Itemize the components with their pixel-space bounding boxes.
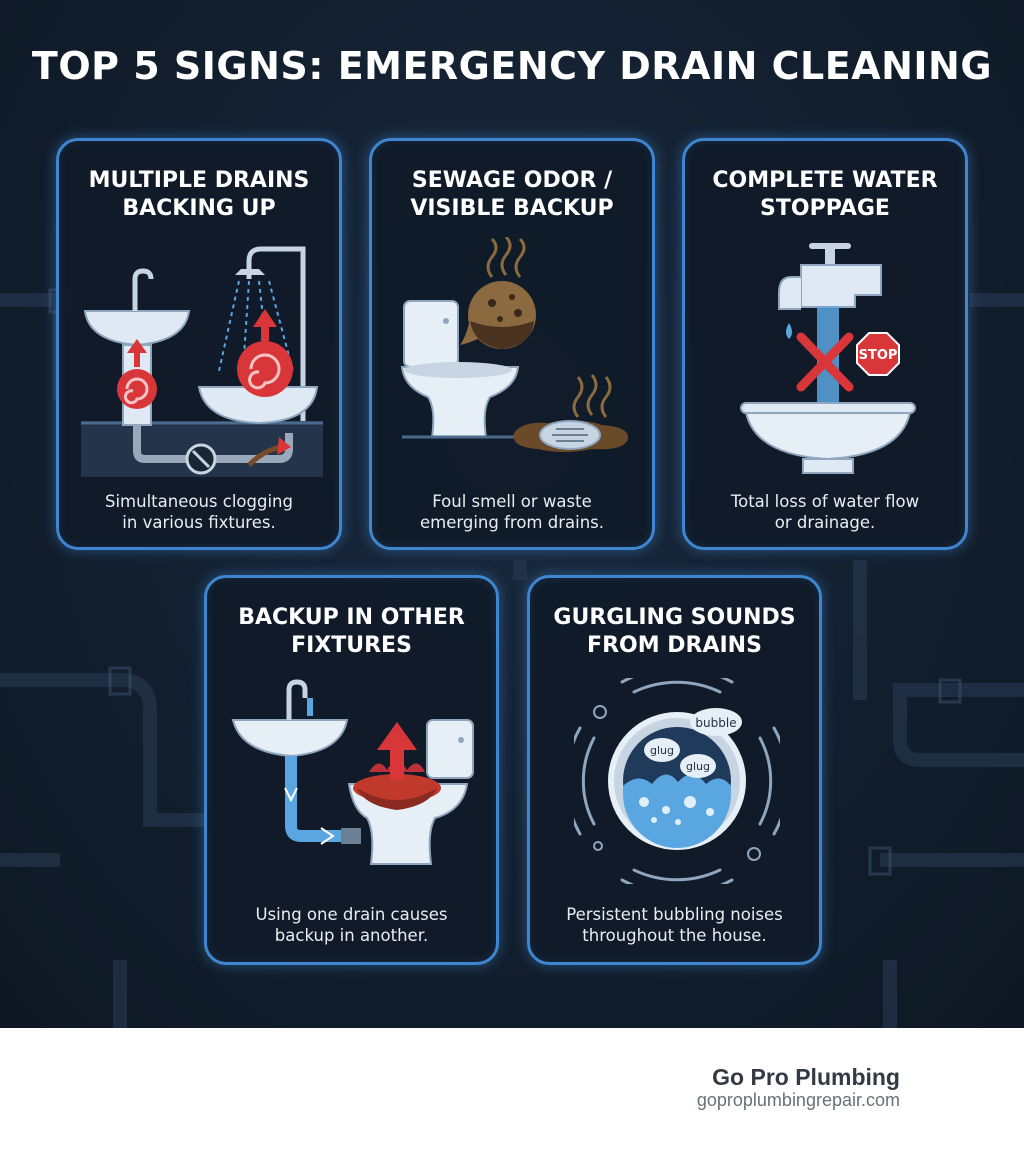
card-description: Foul smell or waste emerging from drains…	[420, 492, 604, 532]
card-backup-other-fixtures: BACKUP IN OTHER FIXTURES Using one drain…	[204, 575, 499, 965]
footer-url-link[interactable]: goproplumbingrepair.com	[696, 1090, 900, 1110]
page-title: TOP 5 SIGNS: EMERGENCY DRAIN CLEANING	[31, 44, 993, 88]
card-complete-stoppage: COMPLETE WATER STOPPAGE STOP Total loss …	[682, 138, 968, 550]
faucet-stop-icon: STOP	[740, 243, 916, 474]
card-description: Total loss of water flow or drainage.	[730, 492, 920, 532]
glug-label: glug	[650, 744, 674, 757]
card-sewage-odor: SEWAGE ODOR / VISIBLE BACKUP	[369, 138, 655, 550]
card-description: Using one drain causes backup in another…	[255, 905, 448, 945]
card-description: Simultaneous clogging in various fixture…	[105, 492, 293, 532]
toilet-sewage-icon	[400, 237, 629, 452]
gurgling-drain-icon: bubble glug glug	[574, 678, 780, 884]
card-title: MULTIPLE DRAINS BACKING UP	[88, 168, 310, 221]
card-title: SEWAGE ODOR / VISIBLE BACKUP	[410, 168, 614, 221]
footer-brand: Go Pro Plumbing	[712, 1064, 900, 1090]
card-description: Persistent bubbling noises throughout th…	[566, 905, 783, 945]
glug-label: glug	[686, 760, 710, 773]
sink-toilet-backup-icon	[231, 679, 474, 865]
infographic-poster: TOP 5 SIGNS: EMERGENCY DRAIN CLEANING MU…	[0, 0, 1024, 1028]
card-title: GURGLING SOUNDS FROM DRAINS	[553, 605, 796, 658]
card-title: COMPLETE WATER STOPPAGE	[712, 168, 938, 221]
card-multiple-drains: MULTIPLE DRAINS BACKING UP	[56, 138, 342, 550]
sink-shower-backflow-icon	[81, 246, 323, 477]
card-title: BACKUP IN OTHER FIXTURES	[238, 605, 465, 658]
stop-sign-text: STOP	[859, 348, 898, 363]
card-gurgling-sounds: GURGLING SOUNDS FROM DRAINS	[527, 575, 822, 965]
bubble-label: bubble	[695, 716, 736, 730]
